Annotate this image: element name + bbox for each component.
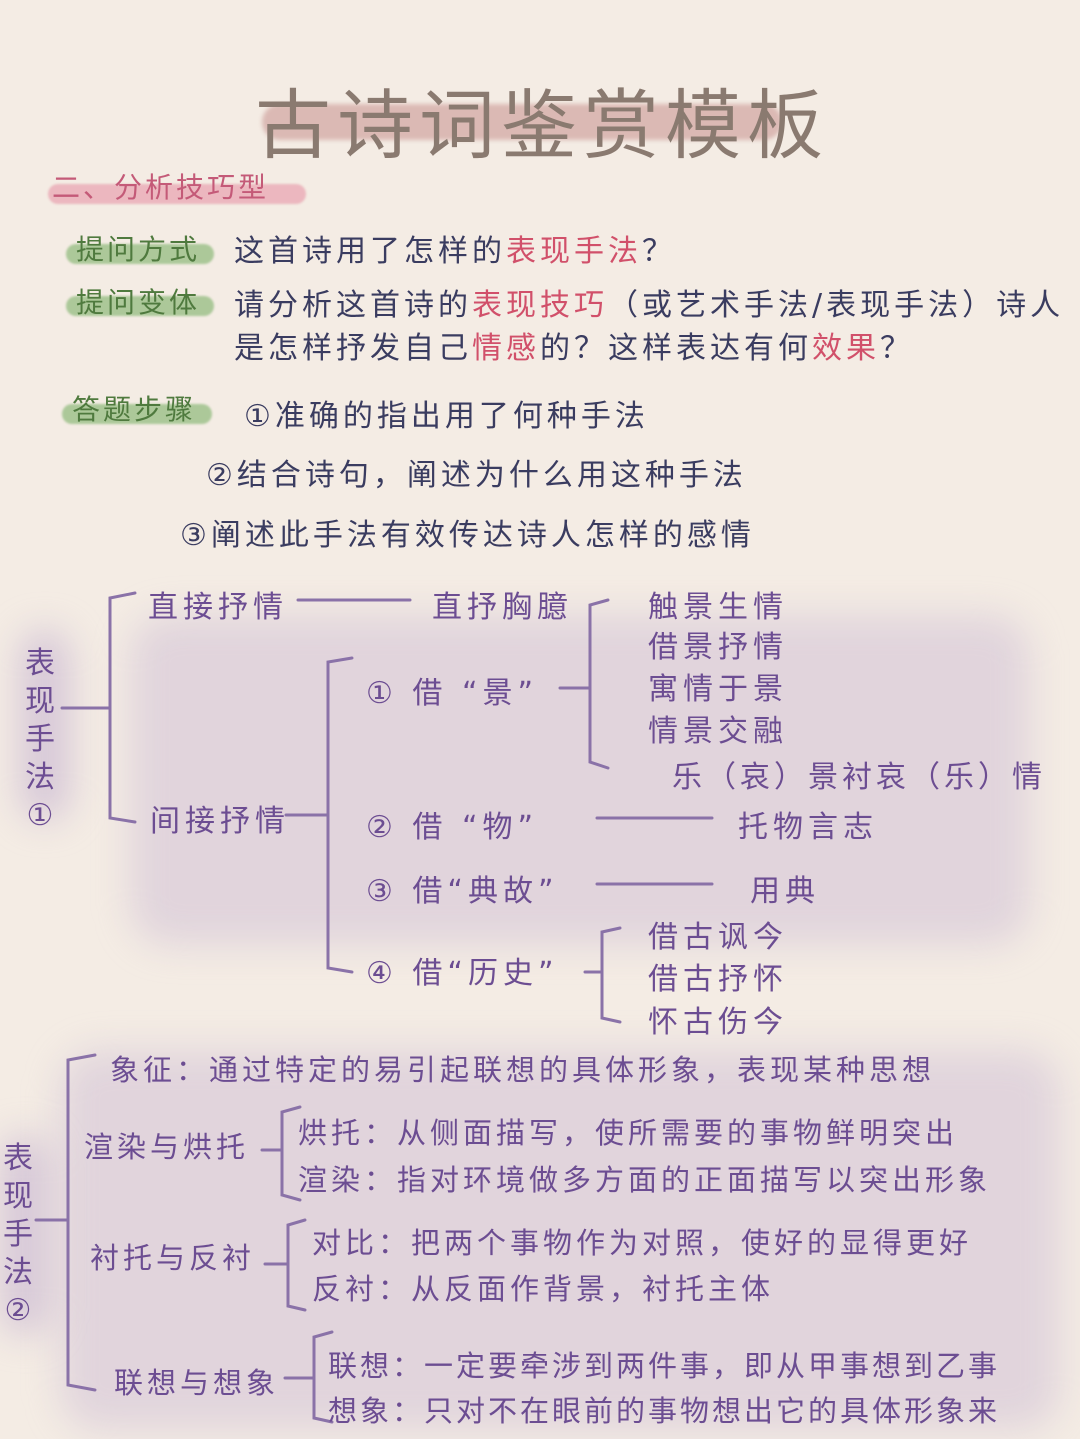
lishi-item: 怀古伤今 <box>648 1005 788 1040</box>
group-item: 反衬：从反面作背景，衬托主体 <box>312 1272 775 1306</box>
tree2-root-label: 表现手法② <box>3 1141 33 1328</box>
jing-item: 寓情于景 <box>648 672 788 707</box>
question-suffix: ？ <box>642 234 676 269</box>
group-label: 渲染与烘托 <box>84 1130 250 1164</box>
section-heading: 二、分析技巧型 <box>52 171 270 204</box>
background-shade-3 <box>20 630 70 820</box>
variant-highlight: 情感 <box>472 331 540 366</box>
variant-label: 提问变体 <box>76 286 201 319</box>
group-item: 对比：把两个事物作为对照，使好的显得更好 <box>312 1226 973 1260</box>
jing-node: ① 借 “景” <box>366 676 539 711</box>
group-label: 联想与想象 <box>114 1366 280 1400</box>
question-label-highlight <box>66 244 214 264</box>
steps-label: 答题步骤 <box>72 393 197 426</box>
variant-highlight: 表现技巧 <box>472 288 608 323</box>
background-shade-2 <box>60 1050 1060 1430</box>
group-item: 渲染：指对环境做多方面的正面描写以突出形象 <box>298 1163 992 1197</box>
group-item: 想象：只对不在眼前的事物想出它的具体形象来 <box>328 1394 1001 1428</box>
group-item: 联想：一定要牵涉到两件事，即从甲事想到乙事 <box>328 1349 1001 1383</box>
jing-item: 乐（哀）景衬哀（乐）情 <box>672 760 1046 795</box>
lishi-node: ④ 借“历史” <box>366 956 559 991</box>
variant-text: 的？这样表达有何 <box>540 331 812 366</box>
variant-line-1: 请分析这首诗的表现技巧（或艺术手法/表现手法）诗人 <box>234 280 1064 324</box>
section-highlight <box>48 184 306 204</box>
question-highlight: 表现手法 <box>506 234 642 269</box>
variant-highlight: 效果 <box>812 331 880 366</box>
page-title: 古诗词鉴赏模板 <box>255 81 829 170</box>
question-label: 提问方式 <box>76 233 201 266</box>
variant-text: （或艺术手法/表现手法）诗人 <box>608 288 1065 323</box>
variant-text: 请分析这首诗的 <box>234 288 472 323</box>
lishi-item: 借古抒怀 <box>648 962 788 997</box>
question-text: 这首诗用了怎样的表现手法？ <box>234 226 676 270</box>
question-prefix: 这首诗用了怎样的 <box>234 234 506 269</box>
jing-item: 情景交融 <box>648 714 788 749</box>
diangu-child: 用典 <box>750 874 820 909</box>
symbol-definition: 象征：通过特定的易引起联想的具体形象，表现某种思想 <box>110 1053 936 1087</box>
title-highlight <box>262 104 782 140</box>
variant-text: ？ <box>880 331 914 366</box>
tree1-root-label: 表现手法① <box>25 646 55 833</box>
step-item: ②结合诗句，阐述为什么用这种手法 <box>206 458 747 493</box>
variant-label-highlight <box>66 296 214 316</box>
group-label: 衬托与反衬 <box>90 1241 256 1275</box>
direct-lyric-child: 直抒胸臆 <box>432 590 572 625</box>
lishi-item: 借古讽今 <box>648 920 788 955</box>
variant-text: 是怎样抒发自己 <box>234 331 472 366</box>
group-item: 烘托：从侧面描写，使所需要的事物鲜明突出 <box>298 1116 959 1150</box>
jing-item: 触景生情 <box>648 590 788 625</box>
background-shade-1 <box>130 615 1030 945</box>
direct-lyric-node: 直接抒情 <box>148 590 288 625</box>
wu-child: 托物言志 <box>738 810 878 845</box>
jing-item: 借景抒情 <box>648 630 788 665</box>
indirect-lyric-node: 间接抒情 <box>150 804 290 839</box>
diangu-node: ③ 借“典故” <box>366 874 559 909</box>
steps-label-highlight <box>62 404 212 424</box>
background-shade-4 <box>0 1135 50 1335</box>
step-item: ①准确的指出用了何种手法 <box>244 399 649 434</box>
variant-line-2: 是怎样抒发自己情感的？这样表达有何效果？ <box>234 323 914 367</box>
step-item: ③阐述此手法有效传达诗人怎样的感情 <box>180 518 755 553</box>
wu-node: ② 借 “物” <box>366 810 539 845</box>
